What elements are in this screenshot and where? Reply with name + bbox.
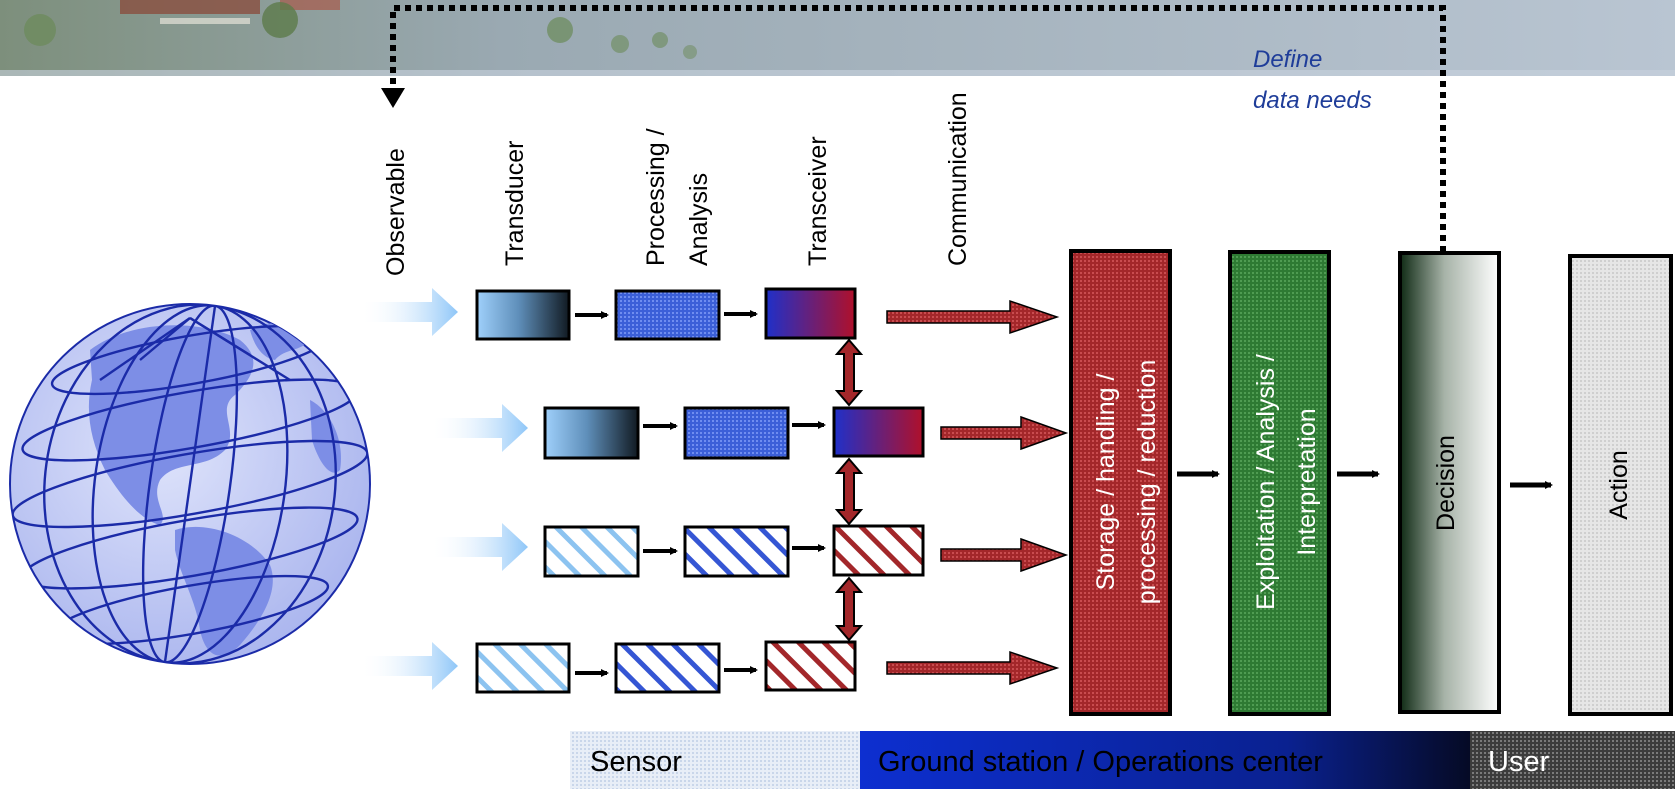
sensor-chain-1 bbox=[475, 287, 857, 341]
footer-sensor-label: Sensor bbox=[590, 746, 682, 778]
processing-box bbox=[614, 642, 721, 694]
footer-sensor-band bbox=[570, 731, 860, 789]
sensor-chain-3 bbox=[543, 524, 925, 578]
exploitation-label-line2: Interpretation bbox=[1293, 408, 1321, 555]
communication-arrows bbox=[886, 299, 1069, 686]
transducer-box bbox=[543, 406, 640, 460]
footer-legend: Sensor Ground station / Operations cente… bbox=[570, 731, 1675, 789]
link-double-arrow bbox=[834, 576, 864, 642]
action-label: Action bbox=[1605, 450, 1633, 519]
sensor-chain-4 bbox=[475, 640, 857, 694]
stage-decision: Decision bbox=[1398, 251, 1501, 714]
sensor-chain-2 bbox=[543, 406, 925, 460]
footer-user-band bbox=[1470, 731, 1675, 789]
transceiver-links bbox=[834, 338, 864, 642]
column-headers: Observable Transducer Processing / Analy… bbox=[382, 92, 972, 276]
storage-box bbox=[1069, 249, 1172, 716]
transceiver-box bbox=[832, 406, 925, 458]
link-double-arrow bbox=[834, 457, 864, 526]
observable-arrow-4 bbox=[360, 642, 458, 690]
observable-arrow-2 bbox=[430, 404, 528, 452]
action-box bbox=[1568, 254, 1673, 716]
header-transducer: Transducer bbox=[501, 140, 529, 266]
observable-arrow-1 bbox=[360, 288, 458, 336]
header-observable: Observable bbox=[382, 148, 410, 276]
storage-label-line2: processing / reduction bbox=[1133, 360, 1161, 605]
decision-box bbox=[1398, 251, 1501, 714]
exploitation-box bbox=[1228, 250, 1331, 716]
transceiver-box bbox=[832, 524, 925, 577]
feedback-text-line1: Define bbox=[1253, 46, 1322, 73]
stage-action: Action bbox=[1568, 254, 1673, 716]
feedback-arrowhead bbox=[381, 88, 405, 108]
header-transceiver: Transceiver bbox=[804, 136, 832, 266]
footer-ground-band bbox=[860, 731, 1470, 789]
header-processing-line2: Analysis bbox=[685, 173, 713, 266]
observable-arrow-3 bbox=[430, 523, 528, 571]
footer-user-label: User bbox=[1488, 746, 1550, 778]
transducer-box bbox=[543, 525, 640, 578]
header-photo-band bbox=[0, 0, 1675, 76]
communication-arrow bbox=[886, 299, 1060, 335]
processing-box bbox=[614, 289, 721, 341]
footer-ground-label: Ground station / Operations center bbox=[878, 746, 1323, 778]
link-double-arrow bbox=[834, 338, 864, 407]
globe-icon bbox=[9, 303, 371, 665]
communication-arrow bbox=[940, 537, 1069, 573]
transceiver-box bbox=[764, 640, 857, 692]
transducer-box bbox=[475, 289, 571, 341]
observable-arrows bbox=[360, 288, 528, 690]
stage-exploitation: Exploitation / Analysis / Interpretation bbox=[1228, 250, 1331, 716]
stage-storage: Storage / handling / processing / reduct… bbox=[1069, 249, 1172, 716]
processing-box bbox=[683, 406, 790, 460]
decision-label: Decision bbox=[1432, 435, 1460, 531]
feedback-loop bbox=[381, 5, 1446, 252]
exploitation-label-line1: Exploitation / Analysis / bbox=[1252, 354, 1280, 610]
processing-box bbox=[683, 525, 790, 578]
communication-arrow bbox=[940, 415, 1069, 451]
communication-arrow bbox=[886, 650, 1060, 686]
header-processing-line1: Processing / bbox=[642, 128, 670, 266]
feedback-text-line2: data needs bbox=[1253, 87, 1372, 114]
storage-label-line1: Storage / handling / bbox=[1092, 374, 1120, 591]
transceiver-box bbox=[764, 287, 857, 340]
transducer-box bbox=[475, 642, 571, 694]
header-communication: Communication bbox=[944, 92, 972, 266]
